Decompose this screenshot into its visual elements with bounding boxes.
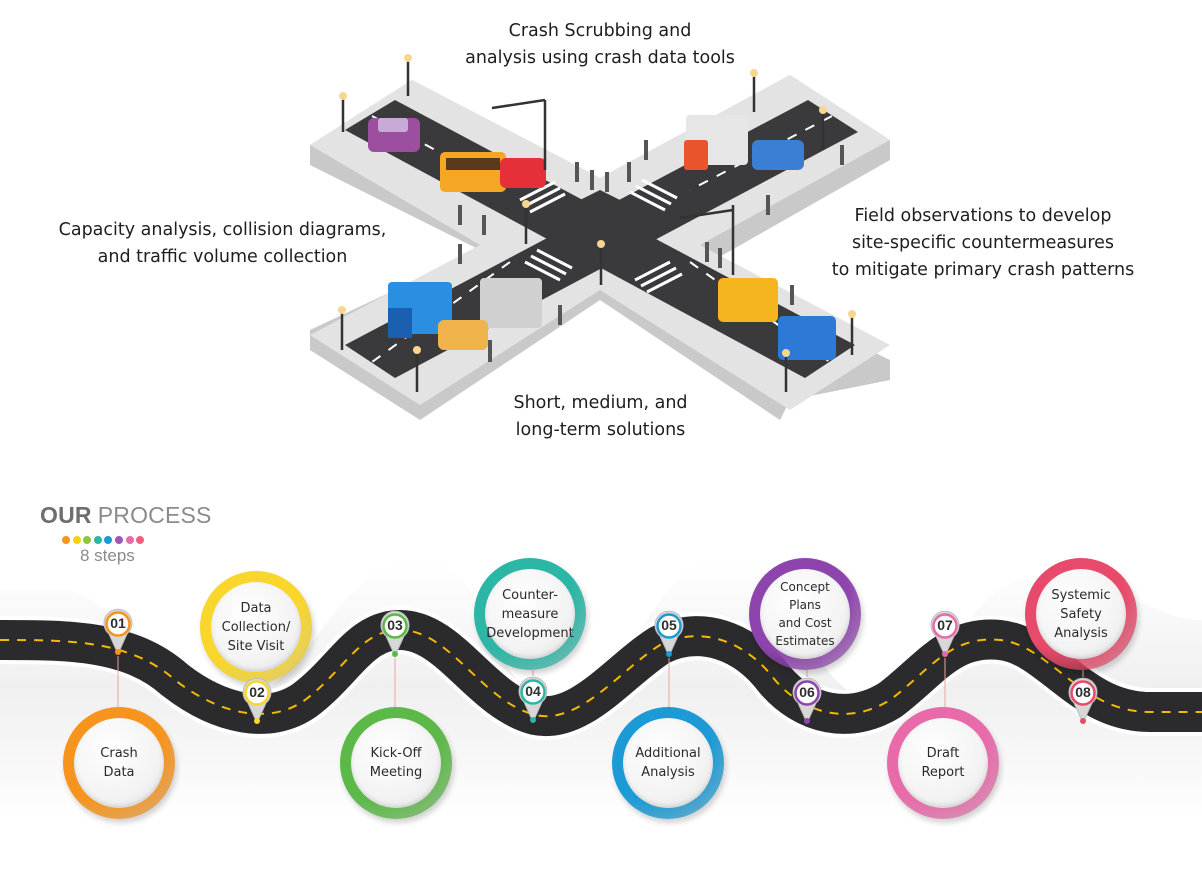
step-02-number: 02 <box>249 684 265 700</box>
step-02-pin-icon: 02 <box>241 677 273 725</box>
process-dot <box>104 536 113 544</box>
intersection-illustration <box>310 54 890 420</box>
process-dot <box>83 536 92 544</box>
step-04-pin-icon: 04 <box>517 676 549 724</box>
process-dot <box>125 536 134 544</box>
step-07-pin-icon: 07 <box>929 610 961 658</box>
step-05-number: 05 <box>661 617 677 633</box>
process-dot <box>72 536 81 544</box>
process-dot <box>93 536 102 544</box>
process-color-dots <box>62 531 147 544</box>
step-04-number: 04 <box>525 683 541 699</box>
caption-left: Capacity analysis, collision diagrams, a… <box>58 220 387 267</box>
caption-right: Field observations to develop site-speci… <box>831 206 1135 280</box>
process-dot <box>114 536 123 544</box>
process-subtitle: 8 steps <box>80 546 135 565</box>
winding-road <box>0 560 1202 820</box>
step-08-number: 08 <box>1075 684 1091 700</box>
process-dot <box>62 536 70 544</box>
step-05-pin-icon: 05 <box>653 610 685 658</box>
process-dot <box>136 536 145 544</box>
step-03-number: 03 <box>387 617 403 633</box>
step-01-number: 01 <box>110 615 126 631</box>
step-03-pin-icon: 03 <box>379 610 411 658</box>
step-07-number: 07 <box>937 617 953 633</box>
pin-connectors <box>117 656 1084 707</box>
vehicles <box>368 115 836 360</box>
step-01-pin-icon: 01 <box>102 608 134 656</box>
step-08-pin-icon: 08 <box>1067 677 1099 725</box>
caption-top: Crash Scrubbing and analysis using crash… <box>465 21 735 68</box>
step-06-pin-icon: 06 <box>791 677 823 725</box>
caption-bottom: Short, medium, and long-term solutions <box>513 393 688 440</box>
step-06-number: 06 <box>799 684 815 700</box>
